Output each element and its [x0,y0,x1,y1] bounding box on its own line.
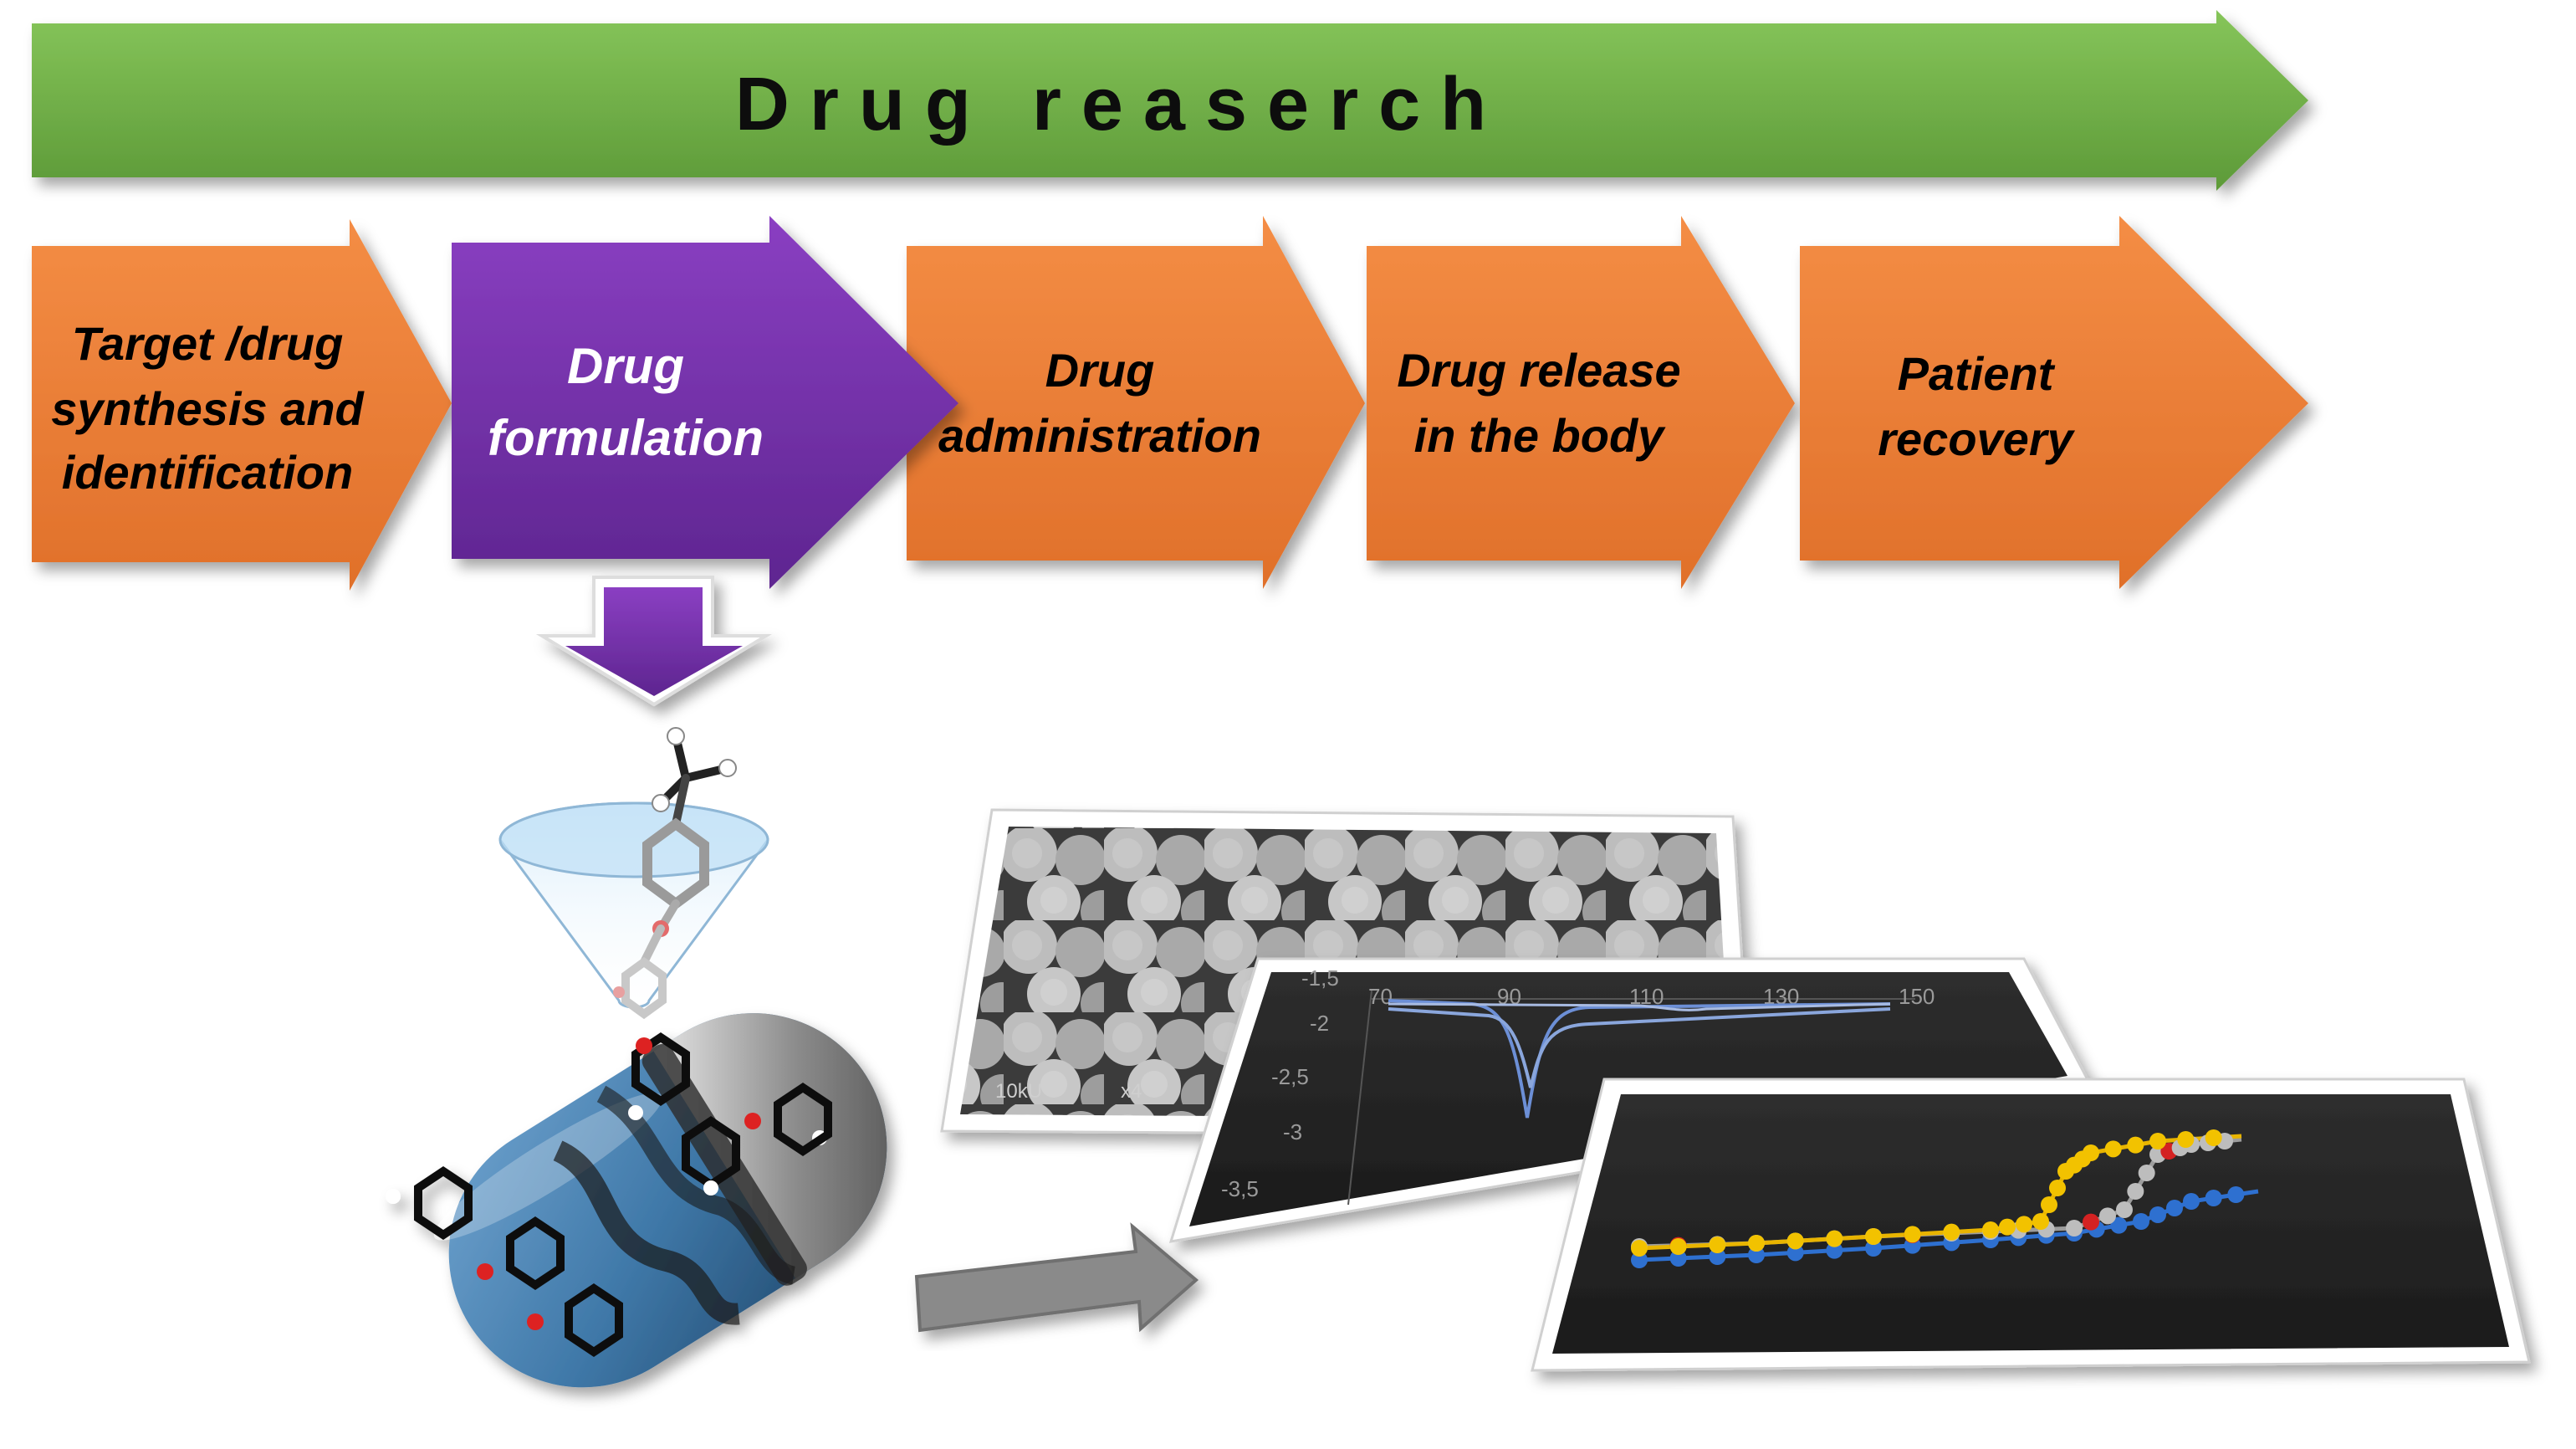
isotherm-marker [2099,1207,2116,1225]
step-arrow-2-shape [452,216,958,589]
dsc-x-tick-5: 150 [1899,984,1935,1009]
step-3-label-line-1: Drug [1045,344,1155,397]
isotherm-marker [2032,1213,2049,1230]
step-arrow-5-shape [1800,216,2308,589]
isotherm-marker [2083,1213,2099,1231]
isotherm-marker [2049,1180,2066,1196]
step-5-label-line-2: recovery [1878,412,2075,465]
step-arrow-3-shape [907,216,1365,589]
isotherm-marker [2016,1216,2032,1233]
isotherm-markers [1631,1129,2245,1268]
isotherm-marker [2183,1193,2200,1210]
step-arrow-4-shape [1367,216,1795,589]
isotherm-marker [1631,1240,1648,1257]
isotherm-marker [2133,1213,2149,1230]
isotherm-marker [2104,1140,2122,1158]
molecule-icon [613,727,737,1020]
isotherm-marker [1943,1223,1960,1241]
isotherm-marker [2127,1183,2144,1200]
sem-scale-label-1: 10kU [995,1080,1042,1103]
isotherm-marker [1669,1250,1687,1267]
step-4-label-line-1: Drug release [1397,344,1680,397]
isotherm-marker [2205,1190,2222,1206]
banner-title: Drug reaserch [735,63,1506,146]
right-arrow-icon [914,1222,1199,1333]
dsc-y-tick-1: -1,5 [1301,965,1339,991]
step-1-label-line-2: synthesis and [51,382,365,435]
capsule-icon [386,1013,887,1388]
step-arrow-3: Drug administration [907,216,1365,589]
isotherm-marker [1748,1247,1765,1263]
down-arrow-icon [535,576,773,707]
isotherm-marker [1826,1230,1843,1247]
isotherm-marker [2177,1131,2195,1148]
dsc-y-axis [1347,990,1372,1206]
isotherm-marker [2166,1200,2183,1216]
isotherm-marker [2127,1136,2144,1154]
isotherm-marker [2041,1196,2057,1213]
isotherm-marker [2227,1186,2245,1203]
isotherm-marker [1904,1226,1921,1243]
dsc-y-tick-4: -3 [1283,1119,1302,1144]
isotherm-marker [2066,1220,2083,1237]
isotherm-marker [1709,1248,1726,1265]
isotherm-marker [1865,1228,1882,1245]
funnel-icon [498,801,769,1009]
sem-scale-label-2: x4 [1121,1080,1142,1103]
step-1-label-line-1: Target /drug [72,317,344,370]
isotherm-marker [1826,1242,1843,1259]
step-2-label-line-2: formulation [488,410,764,466]
isotherm-marker [1669,1238,1687,1255]
isotherm-marker [1865,1240,1882,1257]
step-arrow-5: Patient recovery [1800,216,2308,589]
isotherm-marker [2149,1206,2166,1223]
step-arrow-1: Target /drug synthesis and identificatio… [32,219,452,591]
isotherm-marker [1631,1252,1648,1268]
step-arrow-1-shape [32,219,452,591]
step-4-label-line-2: in the body [1414,409,1667,462]
capsule-molecules [386,1032,832,1358]
isotherm-marker [2110,1216,2128,1234]
dsc-curve-2 [1388,1007,1891,1088]
isotherm-marker [1786,1244,1804,1262]
banner-arrow-shape [32,10,2308,191]
isotherm-marker [1786,1232,1804,1250]
isotherm-marker [2205,1129,2222,1146]
isotherm-marker [2149,1133,2166,1149]
step-2-label-line-1: Drug [567,338,684,394]
isotherm-marker [2083,1144,2099,1161]
isotherm-marker [2116,1201,2133,1218]
isotherm-marker [2138,1165,2155,1181]
isotherm-plot-panel [1531,1078,2531,1372]
dsc-y-tick-2: -2 [1310,1011,1329,1036]
dsc-curve-3 [1388,1002,1891,1011]
dsc-curve-1 [1388,999,1891,1119]
isotherm-marker [1748,1235,1765,1252]
isotherm-series-blue [1638,1189,2259,1262]
step-arrow-4: Drug release in the body [1367,216,1795,589]
isotherm-marker [1999,1218,2016,1236]
dsc-y-tick-3: -2,5 [1271,1064,1309,1089]
isotherm-marker [1982,1221,1999,1238]
banner-arrow: Drug reaserch [32,10,2308,191]
isotherm-marker [1709,1237,1726,1253]
step-5-label-line-1: Patient [1898,347,2056,400]
step-arrow-2: Drug formulation [452,216,958,589]
dsc-y-tick-5: -3,5 [1221,1176,1259,1201]
step-1-label-line-3: identification [62,446,353,499]
step-3-label-line-2: administration [938,409,1261,462]
